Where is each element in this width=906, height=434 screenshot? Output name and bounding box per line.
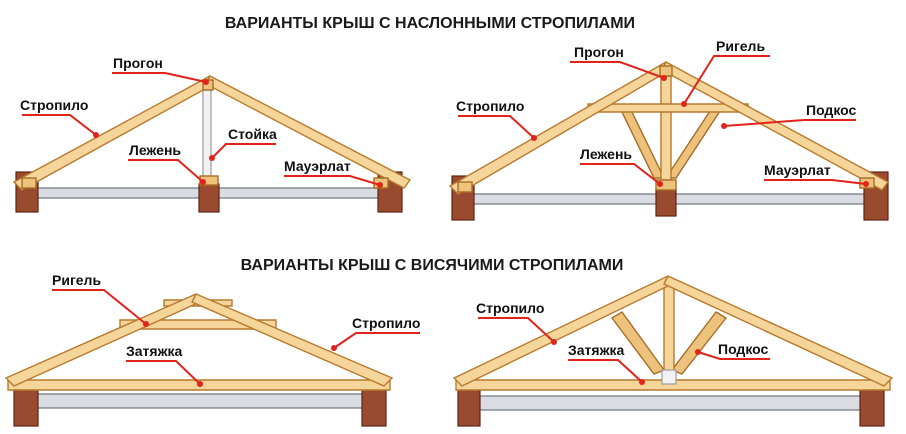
label-zatyazhka-4: Затяжка	[568, 342, 625, 358]
label-stropilo-3: Стропило	[352, 315, 420, 331]
leader-dot	[197, 381, 203, 387]
leader-dot	[657, 181, 663, 187]
leader-dot	[531, 135, 537, 141]
leader-dot	[143, 321, 149, 327]
diagram4-labels: Стропило Затяжка Подкос	[476, 300, 770, 385]
diagram1-labels: Прогон Стропило Стойка Лежень Мауэрлат	[20, 55, 383, 188]
leader-lezhen-1	[128, 159, 204, 183]
leader-zatyazhka-3	[126, 360, 201, 385]
leader-dot	[377, 182, 383, 188]
floor-slab	[471, 395, 867, 411]
leader-stropilo-3	[333, 332, 420, 349]
diagram3-labels: Ригель Стропило Затяжка	[52, 272, 420, 387]
ridge-purlin	[659, 65, 673, 77]
heading-hanging-rafters: ВАРИАНТЫ КРЫШ С ВИСЯЧИМИ СТРОПИЛАМИ	[241, 257, 624, 274]
strut-right	[664, 107, 724, 179]
hanger-bracket	[661, 369, 677, 385]
label-podkos-2: Подкос	[806, 102, 857, 118]
floor-slab	[29, 393, 369, 409]
leader-stoyka-1	[211, 143, 276, 159]
wall-plate-left	[21, 177, 37, 189]
label-mauerlat-1: Мауэрлат	[284, 158, 351, 174]
label-progon-1: Прогон	[113, 55, 163, 71]
rafter-left	[452, 275, 673, 387]
label-stropilo-2: Стропило	[456, 98, 524, 114]
diagram-hanging-kingpost	[452, 275, 894, 427]
leader-zatyazhka-4	[568, 359, 643, 383]
wall-middle	[655, 189, 677, 217]
wall-right	[361, 387, 387, 427]
label-stropilo-1: Стропило	[20, 97, 88, 113]
leader-stropilo-4	[478, 317, 555, 343]
post	[202, 89, 212, 183]
leader-dot	[209, 155, 215, 161]
leader-dot	[331, 345, 337, 351]
leader-dot	[695, 349, 701, 355]
post	[660, 75, 672, 181]
label-stoyka-1: Стойка	[228, 126, 277, 142]
rafter-left	[12, 75, 215, 191]
leader-dot	[661, 75, 667, 81]
wall-middle	[198, 183, 220, 213]
leader-podkos-4	[697, 351, 770, 360]
leader-dot	[200, 179, 206, 185]
tie-beam	[455, 379, 891, 391]
label-mauerlat-2: Мауэрлат	[764, 162, 831, 178]
leader-rigel-3	[52, 289, 147, 325]
collar-tie	[587, 103, 749, 113]
label-zatyazhka-3: Затяжка	[126, 343, 183, 359]
leader-dot	[681, 101, 687, 107]
label-lezhen-2: Лежень	[580, 146, 632, 162]
diagram2-labels: Прогон Ригель Стропило Подкос Лежень Мау…	[456, 38, 869, 187]
leader-progon-1	[112, 72, 207, 83]
leader-progon-2	[570, 61, 665, 79]
leader-stropilo-1	[22, 114, 97, 136]
rafter-right	[663, 275, 894, 387]
leader-mauerlat-2	[764, 179, 867, 185]
label-podkos-4: Подкос	[718, 341, 769, 357]
sill-beam	[655, 179, 677, 191]
label-progon-2: Прогон	[574, 44, 624, 60]
diagram-layered-struts	[448, 61, 890, 221]
leader-dot	[93, 132, 99, 138]
strut-right	[670, 311, 728, 375]
wall-plate-left	[457, 181, 473, 193]
king-post	[663, 281, 675, 381]
label-rigel-3: Ригель	[52, 272, 101, 288]
leader-podkos-2	[723, 119, 856, 127]
heading-layered-rafters: ВАРИАНТЫ КРЫШ С НАСЛОННЫМИ СТРОПИЛАМИ	[225, 15, 635, 32]
strut-left	[618, 107, 666, 179]
rafter-left	[4, 293, 201, 387]
rafter-right	[191, 293, 394, 387]
leader-dot	[721, 123, 727, 129]
leader-stropilo-2	[458, 115, 535, 139]
label-lezhen-1: Лежень	[129, 142, 181, 158]
diagram-hanging-collar	[4, 293, 394, 427]
leader-lezhen-2	[580, 163, 661, 185]
leader-dot	[863, 181, 869, 187]
leader-dot	[203, 79, 209, 85]
wall-right	[859, 389, 885, 427]
wall-left	[457, 389, 481, 427]
wall-left	[13, 387, 39, 427]
label-rigel-2: Ригель	[716, 38, 765, 54]
label-stropilo-4: Стропило	[476, 300, 544, 316]
leader-rigel-2	[683, 55, 770, 105]
leader-dot	[639, 379, 645, 385]
leader-mauerlat-1	[284, 175, 381, 186]
leader-dot	[551, 339, 557, 345]
